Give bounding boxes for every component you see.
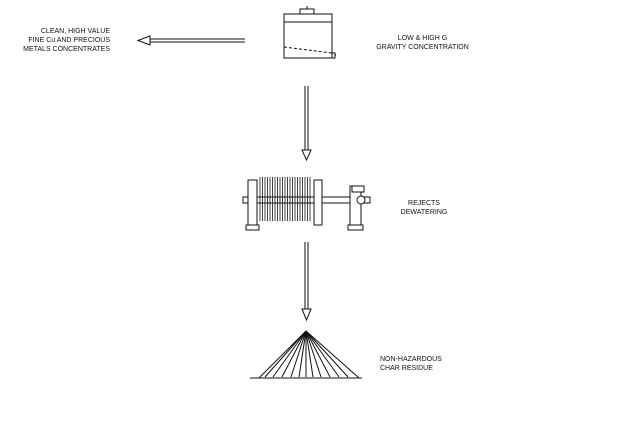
rejects-dewatering-label: REJECTS DEWATERING	[392, 199, 456, 217]
char-residue-label: NON-HAZARDOUS CHAR RESIDUE	[380, 355, 460, 373]
stockpile-icon	[250, 330, 362, 379]
gravity-concentration-label: LOW & HIGH G GRAVITY CONCENTRATION	[370, 34, 475, 52]
arrow-to-residue	[301, 242, 312, 322]
dewatering-line-1: REJECTS	[408, 200, 440, 207]
concentrates-label: CLEAN, HIGH VALUE FINE Cu AND PRECIOUS M…	[20, 27, 110, 54]
arrow-to-concentrates	[136, 35, 245, 46]
residue-line-2: CHAR RESIDUE	[380, 365, 433, 372]
gravity-concentrator-tank-icon	[283, 6, 336, 59]
concentrates-line-3: METALS CONCENTRATES	[23, 46, 110, 53]
filter-press-icon	[242, 177, 371, 231]
gravity-line-2: GRAVITY CONCENTRATION	[376, 44, 469, 51]
concentrates-line-2: FINE Cu AND PRECIOUS	[28, 37, 110, 44]
residue-line-1: NON-HAZARDOUS	[380, 356, 442, 363]
concentrates-line-1: CLEAN, HIGH VALUE	[40, 28, 110, 35]
dewatering-line-2: DEWATERING	[400, 209, 448, 216]
arrow-to-dewatering	[301, 86, 312, 162]
gravity-line-1: LOW & HIGH G	[397, 35, 448, 42]
